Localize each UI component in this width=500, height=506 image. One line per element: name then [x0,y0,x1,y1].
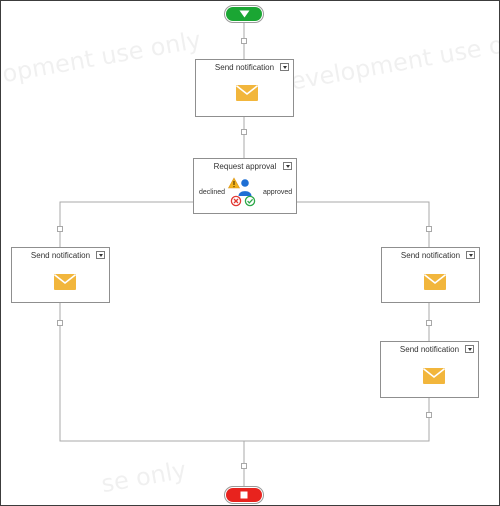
node-title: Send notification [214,63,275,72]
node-menu-dropdown[interactable] [283,162,292,170]
send-notification-node[interactable]: Send notification [381,247,480,303]
request-approval-node[interactable]: Request approval declined approved [193,158,297,214]
node-menu-dropdown[interactable] [465,345,474,353]
node-menu-dropdown[interactable] [466,251,475,259]
connection-handle[interactable] [57,226,63,232]
triangle-down-icon [239,10,249,18]
node-title: Send notification [30,251,91,260]
connection-handle[interactable] [57,320,63,326]
send-notification-node[interactable]: Send notification [195,59,294,117]
connection-handle[interactable] [241,129,247,135]
end-terminal[interactable] [224,486,264,504]
connector-line [59,201,193,247]
connection-handle[interactable] [426,412,432,418]
node-menu-dropdown[interactable] [280,63,289,71]
approval-user-icon [228,177,256,207]
node-title: Send notification [399,345,460,354]
connector-line [297,201,430,247]
node-menu-dropdown[interactable] [96,251,105,259]
send-notification-node[interactable]: Send notification [11,247,110,303]
connection-handle[interactable] [241,38,247,44]
node-title: Request approval [213,162,277,171]
start-terminal-body [226,7,262,21]
start-terminal[interactable] [224,5,264,23]
envelope-icon [54,274,76,290]
end-terminal-body [226,488,262,502]
envelope-icon [424,274,446,290]
declined-label: declined [199,189,226,196]
connector-line [59,302,430,442]
send-notification-node[interactable]: Send notification [380,341,479,398]
envelope-icon [423,368,445,384]
node-title: Send notification [400,251,461,260]
connection-handle[interactable] [426,226,432,232]
connection-handle[interactable] [426,320,432,326]
envelope-icon [236,85,258,101]
approved-label: approved [263,189,293,196]
stop-square-icon [240,491,248,499]
connection-handle[interactable] [241,463,247,469]
